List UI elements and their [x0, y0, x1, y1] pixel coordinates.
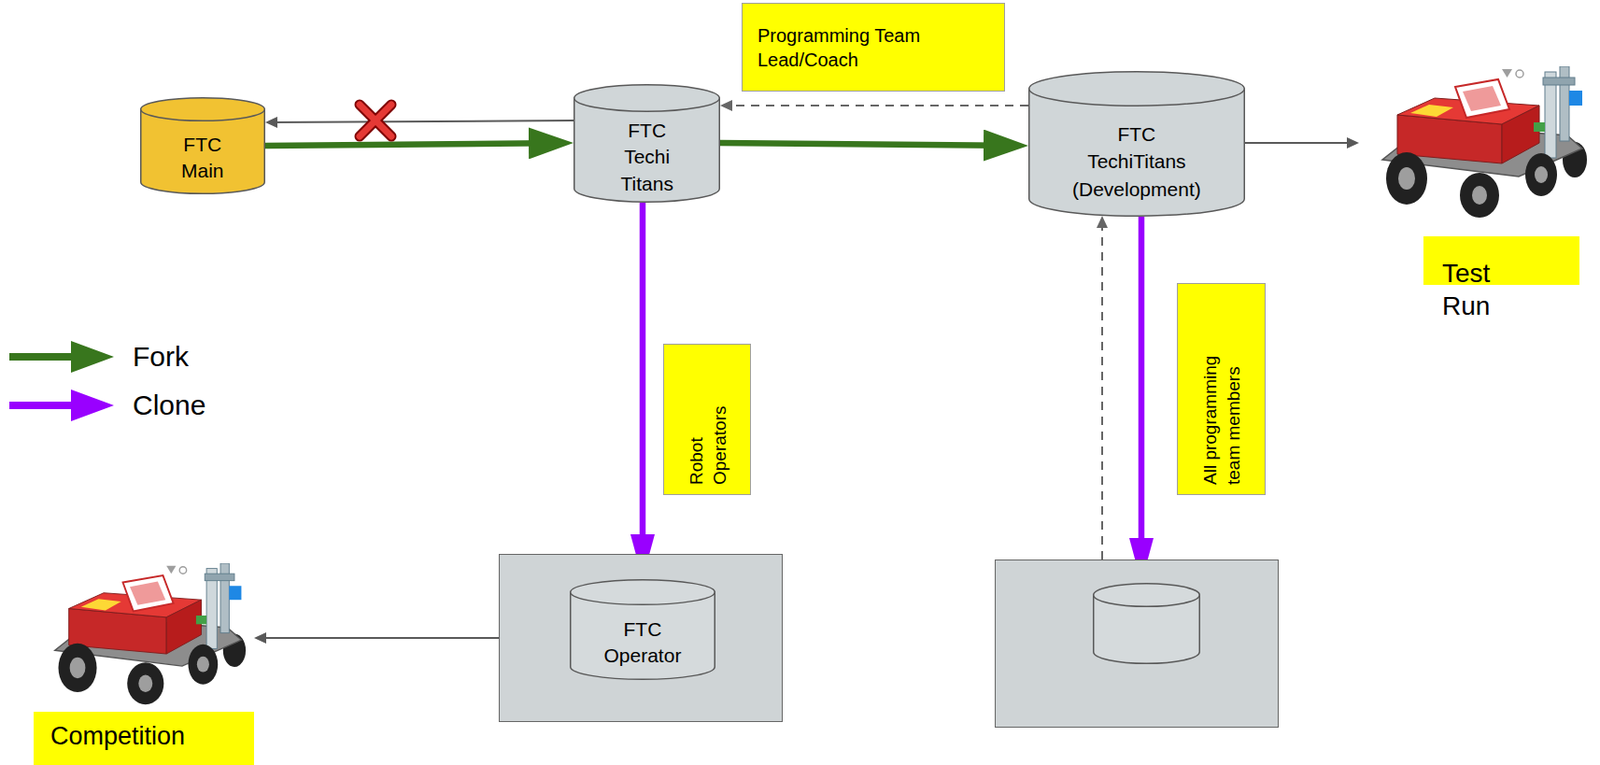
- role-callout: Programming Team Lead/Coach: [741, 2, 1006, 92]
- cylinder-top: [1029, 71, 1246, 107]
- computer-box: [994, 559, 1279, 728]
- repository-cylinder: FTC Operator: [569, 579, 716, 680]
- legend-label: Fork: [132, 339, 189, 374]
- edge-label: Robot Operators: [685, 382, 732, 485]
- connector-group: [257, 105, 1356, 638]
- repository-cylinder: FTC Techi Titans: [573, 84, 721, 203]
- edge-label: All programming team members: [1199, 330, 1246, 485]
- flow-arrow: [269, 120, 574, 123]
- robot-node: Competition: [33, 560, 255, 765]
- legend-entry: Clone: [7, 384, 206, 426]
- cross-outline: [359, 104, 392, 137]
- repository-cylinder: [1092, 582, 1201, 665]
- cylinder-top: [574, 84, 721, 113]
- fork-arrow: [720, 142, 1001, 146]
- blocked-mark: [359, 104, 392, 137]
- robot-illustration: [55, 563, 246, 705]
- cylinder-body: [574, 98, 721, 202]
- clone-arrow: [1138, 216, 1146, 555]
- legend-line: [9, 353, 77, 361]
- legend-label: Clone: [132, 388, 206, 423]
- edge-label: Programming Team Lead/Coach: [757, 23, 963, 72]
- cylinder-top: [1093, 583, 1201, 608]
- repository-cylinder: FTC Main: [140, 97, 266, 195]
- node-label: FTC Main: [181, 131, 225, 185]
- cylinder-body: [1029, 88, 1246, 216]
- dashed-arrow: [723, 104, 1029, 107]
- node-label: Test Run: [1442, 256, 1490, 323]
- cylinder-top: [570, 580, 716, 606]
- node-label: FTC TechiTitans (Development): [1072, 120, 1202, 203]
- cylinder-body: [141, 109, 266, 194]
- flow-arrow: [257, 637, 499, 639]
- cross-mark: [359, 104, 392, 137]
- role-callout: Robot Operators: [663, 343, 751, 496]
- robot-illustration: [1382, 66, 1587, 218]
- legend-entry: Fork: [7, 336, 189, 378]
- fork-arrow: [265, 142, 546, 146]
- legend-sample: [7, 384, 120, 426]
- role-callout: All programming team members: [1176, 283, 1266, 496]
- repository-cylinder: FTC TechiTitans (Development): [1028, 70, 1246, 217]
- legend-arrowhead: [70, 340, 114, 373]
- legend-line: [9, 401, 77, 410]
- flow-arrow: [1245, 141, 1356, 144]
- cylinder-outline: [1092, 582, 1201, 665]
- cylinder-top: [141, 98, 266, 122]
- computer-box: FTC Operator: [498, 553, 783, 723]
- legend-sample: [7, 336, 120, 378]
- robot-node: Test Run: [1359, 61, 1595, 326]
- clone-arrow: [639, 202, 647, 552]
- node-label: FTC Techi Titans: [621, 117, 674, 198]
- legend-arrowhead: [70, 389, 114, 422]
- node-label: Competition: [50, 721, 185, 753]
- dashed-arrow: [1101, 219, 1104, 560]
- node-label: FTC Operator: [604, 616, 682, 670]
